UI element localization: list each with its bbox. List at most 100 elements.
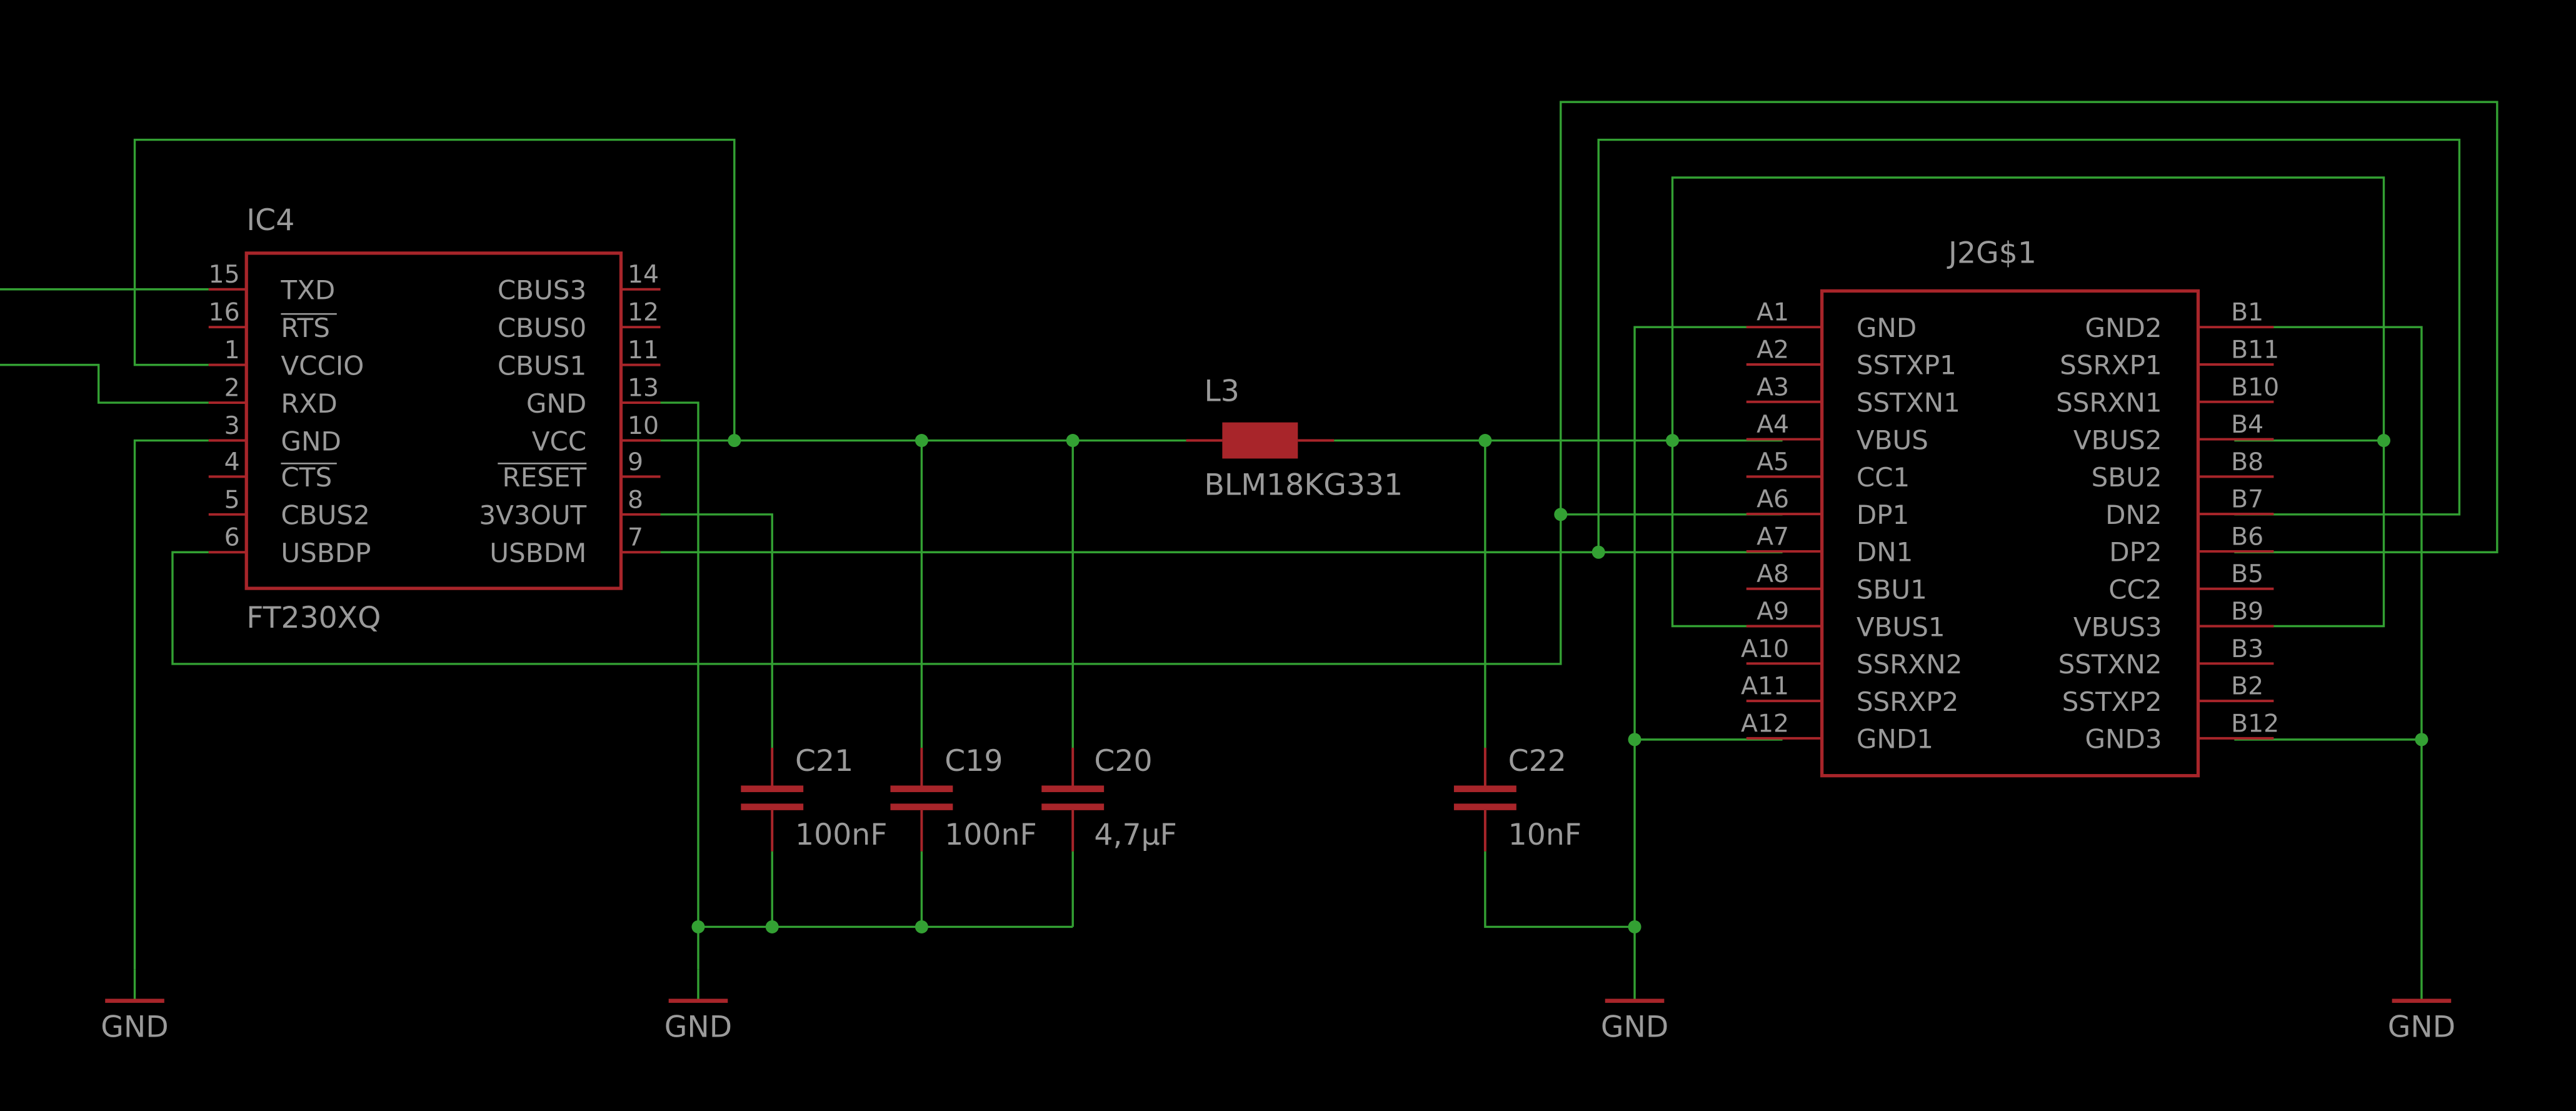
cap-plate [1453,785,1516,792]
ic4-pin-row: 7 USBDM [489,523,661,568]
ic4-pin-row: 13 GND [526,374,661,419]
pin-number: A8 [1757,560,1789,588]
net-gnd-ic4-right [660,401,699,970]
pin-label: TXD [280,275,335,306]
pin-label: 3V3OUT [479,500,586,531]
cap-plate [890,785,953,792]
net-dp-loop [1560,101,2498,553]
pin-number: 16 [209,298,240,327]
pin-number: A2 [1757,335,1789,364]
j2-body [1820,289,2200,778]
pin-number: 7 [628,523,643,552]
gnd-symbol[interactable]: GND [101,998,169,1045]
cap-plate [890,803,953,810]
pin-label: CBUS3 [498,275,586,306]
pin-label: VBUS2 [2073,425,2162,455]
pin-label: CBUS1 [498,350,586,381]
ic4-name: IC4 [246,203,294,238]
capacitor-c21[interactable]: C21 100nF [741,744,888,852]
ic4-pin-row: 15 TXD [209,260,336,305]
j2-right-pins: B1GND2B11SSRXP1B10SSRXN1B4VBUS2B8SBU2B7D… [2056,298,2279,755]
pin-label: SSRXP1 [2060,350,2162,381]
cap-plate [1453,803,1516,810]
pin-label: DP1 [1857,500,1909,530]
junction [728,434,741,448]
pin-label: SSTXP2 [2062,686,2162,717]
j2-name: J2G$1 [1947,236,2037,271]
net-j2-gnd-right [2234,326,2423,1001]
gnd-symbol[interactable]: GND [2388,998,2455,1045]
pin-label: VCC [532,426,586,456]
pin-label: DP2 [2109,537,2162,568]
junction [1554,508,1568,521]
pin-label: DN1 [1857,537,1913,568]
cap-value: 100nF [945,818,1036,852]
pin-label: CC2 [2108,574,2162,605]
pin-label: VCCIO [281,350,364,381]
pin-number: A10 [1741,635,1789,663]
gnd-label: GND [664,1010,732,1045]
pin-number: 12 [628,298,659,327]
pin-label: SSRXN2 [1857,649,1963,680]
gnd-symbol[interactable]: GND [1601,998,1668,1045]
pin-number: A4 [1757,410,1789,439]
gnd-symbol[interactable]: GND [664,998,732,1045]
net-dn-loop [1597,138,2461,553]
capacitor-c19[interactable]: C19 100nF [890,744,1037,852]
cap-plate [741,785,804,792]
pin-label: SBU2 [2092,462,2162,493]
ic4-value: FT230XQ [246,601,381,635]
pin-number: A3 [1757,373,1789,401]
pin-label: SBU1 [1857,574,1927,605]
pin-label: SSTXP1 [1857,350,1957,381]
gnd-label: GND [1601,1010,1668,1045]
pin-number: 9 [628,448,643,476]
j2-usb-c-connector[interactable]: J2G$1 [1820,236,2200,778]
pin-number: 6 [224,523,240,552]
pin-number: B4 [2231,410,2263,439]
capacitor-c22[interactable]: C22 10nF [1453,744,1581,852]
junction [1591,545,1605,559]
ic4-pin-row: 1 VCCIO [208,336,364,381]
pin-number: 10 [628,411,659,440]
junction [2415,733,2428,747]
pin-number: B12 [2231,709,2279,738]
cap-value: 100nF [795,818,887,852]
ic4-pin-row: 11 CBUS1 [498,336,661,381]
junction [915,920,928,933]
net-c22-gnd [1484,851,1635,928]
j2-pin-row: B2 SSTXP2 [2062,672,2274,717]
net-j2-vbus1 [1671,440,1783,628]
pin-number: 13 [628,374,659,403]
pin-label: RXD [281,388,337,419]
pin-label: RTS [281,313,330,343]
pin-label: DN2 [2105,500,2162,530]
pin-label: GND [1857,313,1917,343]
junctions [691,434,2428,933]
pin-number: B9 [2231,597,2263,626]
pin-label: CTS [281,462,332,493]
ic4-symbol[interactable]: IC4 FT230XQ 15 TXD 16 RTS 1 VCCIO 2 [209,203,661,635]
junction [1665,434,1680,448]
ic4-pin-row: 16 RTS [209,298,337,343]
pin-number: B2 [2231,672,2263,701]
l3-name: L3 [1204,374,1239,408]
pin-label: SSTXN1 [1857,388,1960,418]
ic4-pin-row: 4 CTS [208,448,337,493]
pin-label: VBUS1 [1857,611,1945,642]
capacitor-c20[interactable]: C20 4,7µF [1041,744,1177,852]
l3-ferrite-bead[interactable]: L3 BLM18KG331 [1186,374,1403,502]
